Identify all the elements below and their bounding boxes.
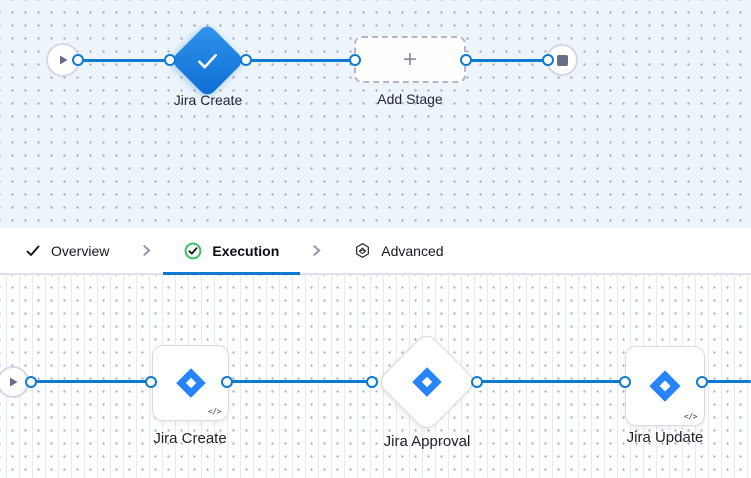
port-create-in[interactable] <box>145 376 157 388</box>
tab-label: Advanced <box>381 242 444 259</box>
code-badge-icon: </> <box>684 412 697 421</box>
add-stage-label: Add Stage <box>377 91 443 107</box>
chevron-right-icon <box>140 228 153 273</box>
stop-icon <box>556 54 568 66</box>
edge-update-to-next <box>702 380 751 383</box>
play-icon <box>10 377 18 387</box>
port-approval-in[interactable] <box>366 376 378 388</box>
jira-icon <box>649 370 681 402</box>
port-update-out[interactable] <box>696 376 708 388</box>
check-icon <box>26 245 40 256</box>
stage-config-tabbar: Overview Execution Advanced <box>0 228 751 275</box>
step-label: Jira Update <box>626 429 704 446</box>
add-stage-button[interactable]: + <box>354 36 466 83</box>
port-start-out[interactable] <box>25 376 37 388</box>
port-create-out[interactable] <box>221 376 233 388</box>
stage-label: Jira Create <box>173 92 243 108</box>
chevron-right-icon <box>310 228 323 273</box>
hexagon-layers-icon <box>356 243 370 258</box>
port-stage-in[interactable] <box>164 54 176 66</box>
plus-icon: + <box>402 45 417 73</box>
tab-label: Execution <box>212 242 280 259</box>
execution-steps-canvas: </> Jira Create Jira Approval </> Jira U… <box>0 275 751 478</box>
port-approval-out[interactable] <box>471 376 483 388</box>
tab-label: Overview <box>51 242 110 259</box>
edge-start-to-create <box>31 380 151 383</box>
tab-execution[interactable]: Execution <box>163 228 301 275</box>
step-label: Jira Approval <box>383 433 471 450</box>
port-stage-out[interactable] <box>240 54 252 66</box>
edge-addstage-to-end <box>466 59 547 62</box>
tab-overview[interactable]: Overview <box>4 228 130 273</box>
edge-approval-to-update <box>478 380 625 383</box>
tab-advanced[interactable]: Advanced <box>333 228 464 273</box>
edge-stage-to-addstage <box>246 59 355 62</box>
edge-start-to-stage <box>79 59 170 62</box>
jira-icon <box>175 368 206 398</box>
port-addstage-out[interactable] <box>460 54 472 66</box>
step-node-jira-approval[interactable] <box>376 331 478 433</box>
step-node-jira-create[interactable]: </> <box>152 345 229 421</box>
port-update-in[interactable] <box>619 376 631 388</box>
stage-pipeline-canvas: Jira Create + Add Stage <box>0 0 751 228</box>
code-badge-icon: </> <box>208 407 221 416</box>
port-end-in[interactable] <box>542 54 554 66</box>
port-start-out[interactable] <box>72 54 84 66</box>
check-circle-icon <box>184 242 202 259</box>
jira-icon <box>412 367 442 397</box>
step-label: Jira Create <box>153 430 227 447</box>
play-icon <box>60 55 68 65</box>
edge-create-to-approval <box>227 380 372 383</box>
step-node-jira-update[interactable]: </> <box>625 346 705 426</box>
port-addstage-in[interactable] <box>349 54 361 66</box>
stage-node-jira-create[interactable] <box>170 23 245 98</box>
check-icon <box>198 53 217 68</box>
